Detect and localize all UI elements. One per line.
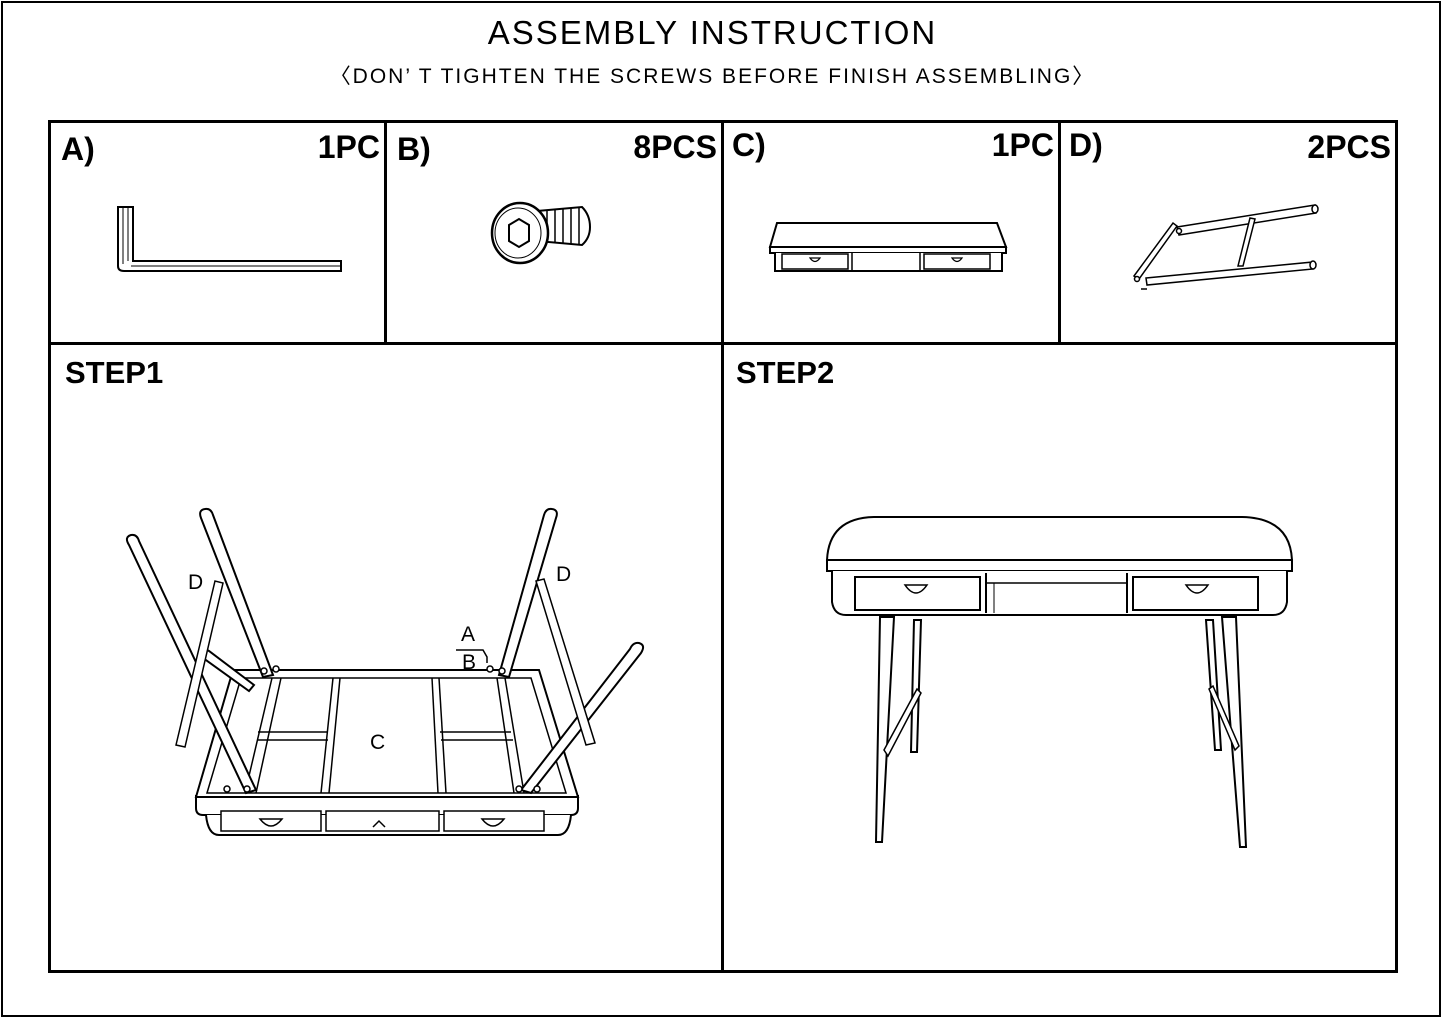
part-cell-a: A) 1PC	[51, 123, 387, 345]
instruction-grid: A) 1PC B) 8PCS C) 1PC	[48, 120, 1398, 973]
leg-frame-icon	[1132, 204, 1319, 290]
part-cell-c: C) 1PC	[724, 123, 1061, 345]
callout-a: A	[461, 623, 475, 646]
part-label: C)	[732, 127, 766, 163]
step1-title: STEP1	[65, 355, 164, 390]
part-quantity: 1PC	[991, 127, 1054, 163]
callout-d-left: D	[188, 571, 203, 594]
part-label: D)	[1069, 127, 1103, 163]
callout-b: B	[462, 651, 476, 674]
page-subtitle: 〈DON’ T TIGHTEN THE SCREWS BEFORE FINISH…	[329, 65, 1096, 88]
callout-c: C	[370, 731, 385, 754]
part-cell-b: B) 8PCS	[387, 123, 724, 345]
desk-top-icon	[768, 222, 1008, 272]
part-quantity: 2PCS	[1307, 129, 1391, 165]
step2-diagram	[825, 516, 1294, 848]
callout-d-right: D	[556, 563, 571, 586]
part-quantity: 8PCS	[633, 129, 717, 165]
step2-title: STEP2	[736, 355, 835, 390]
page-title: ASSEMBLY INSTRUCTION	[487, 14, 938, 51]
part-label: A)	[61, 131, 95, 167]
step1-cell: STEP1	[51, 345, 724, 970]
part-label: B)	[397, 131, 431, 167]
step2-cell: STEP2	[724, 345, 1395, 970]
part-quantity: 1PC	[317, 129, 380, 165]
step1-diagram: D D A B C	[125, 507, 645, 836]
part-cell-d: D) 2PCS	[1061, 123, 1395, 345]
allen-key-icon	[117, 206, 342, 272]
screw-icon	[490, 201, 592, 265]
